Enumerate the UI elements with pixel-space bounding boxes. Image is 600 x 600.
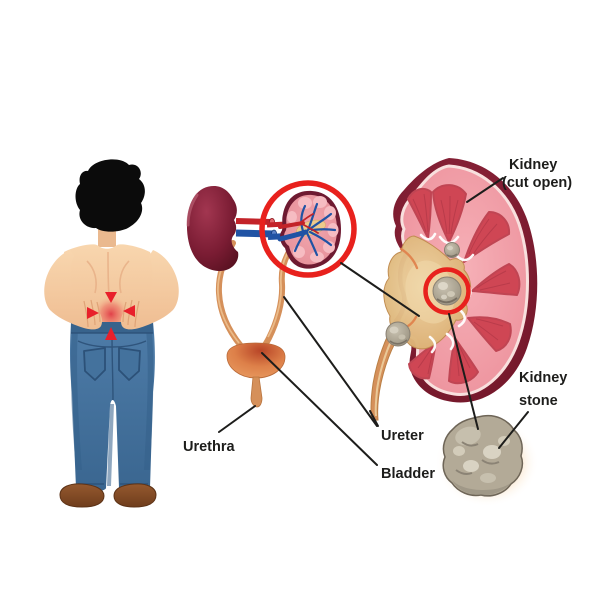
line-label-bladder bbox=[261, 352, 378, 466]
pyramid bbox=[471, 263, 521, 296]
renal-vein bbox=[235, 229, 275, 238]
right-shoe bbox=[113, 483, 157, 508]
pain-arrow-left-icon bbox=[123, 305, 135, 317]
label-bladder: Bladder bbox=[381, 466, 435, 482]
line-label-ureter-right bbox=[369, 410, 379, 427]
pain-arrows bbox=[87, 292, 135, 340]
right-arm bbox=[120, 250, 179, 330]
pyramid bbox=[463, 211, 511, 263]
pain-arrow-right-icon bbox=[87, 307, 99, 319]
pyramid-striations bbox=[412, 193, 511, 377]
annotation-lines bbox=[218, 177, 529, 466]
renal-artery bbox=[235, 218, 273, 225]
right-kidney-cutaway bbox=[277, 190, 341, 269]
line-label-kidney-stone bbox=[498, 411, 529, 449]
left-shoe bbox=[59, 483, 105, 508]
left-kidney bbox=[186, 186, 239, 272]
label-ureter: Ureter bbox=[381, 428, 424, 444]
labels: Kidney (cut open) Kidney stone Ureter Bl… bbox=[183, 157, 572, 482]
kidney-stone-lower-left bbox=[385, 321, 411, 347]
right-ureter-highlight bbox=[267, 251, 289, 338]
left-kidney-highlight bbox=[186, 193, 199, 227]
mini-artery-tree bbox=[278, 213, 319, 234]
patient-figure bbox=[44, 159, 179, 508]
line-label-urethra bbox=[218, 405, 256, 433]
magnifier-ring-stone bbox=[423, 267, 471, 315]
line-label-kidney-cut-open bbox=[466, 177, 504, 203]
left-back-pocket bbox=[83, 347, 106, 381]
renal-pelvis-highlight bbox=[405, 260, 455, 324]
label-kidney-stone-line2: stone bbox=[519, 393, 558, 409]
label-kidney-stone-line1: Kidney bbox=[519, 370, 567, 386]
pain-arrow-up-icon bbox=[105, 327, 117, 340]
label-kidney-cut-open-line2: (cut open) bbox=[502, 175, 572, 191]
line-label-ureter-left bbox=[283, 296, 378, 427]
kidney-stone-circled bbox=[432, 276, 462, 306]
stone-texture bbox=[452, 426, 512, 496]
jeans-shading bbox=[70, 330, 154, 486]
line-kidney-zoom bbox=[340, 262, 420, 317]
jeans-pockets bbox=[83, 347, 141, 381]
large-ureter-highlight bbox=[374, 327, 398, 417]
urethra bbox=[250, 376, 263, 408]
urinary-system-diagram bbox=[186, 186, 341, 408]
right-back-pocket bbox=[118, 347, 141, 381]
label-urethra: Urethra bbox=[183, 439, 236, 455]
kidney-stone-closeup bbox=[435, 414, 539, 507]
bladder bbox=[226, 342, 286, 379]
magnifier-ring-kidney bbox=[259, 180, 357, 278]
hair bbox=[75, 159, 145, 232]
mini-kidney-lobes bbox=[287, 196, 339, 263]
magnified-kidney bbox=[370, 158, 538, 421]
label-kidney-cut-open-line1: Kidney bbox=[509, 157, 557, 173]
line-stone-zoom bbox=[448, 313, 479, 430]
kidney-stone-small-upper bbox=[444, 242, 460, 258]
pain-arrow-down-icon bbox=[105, 292, 117, 303]
